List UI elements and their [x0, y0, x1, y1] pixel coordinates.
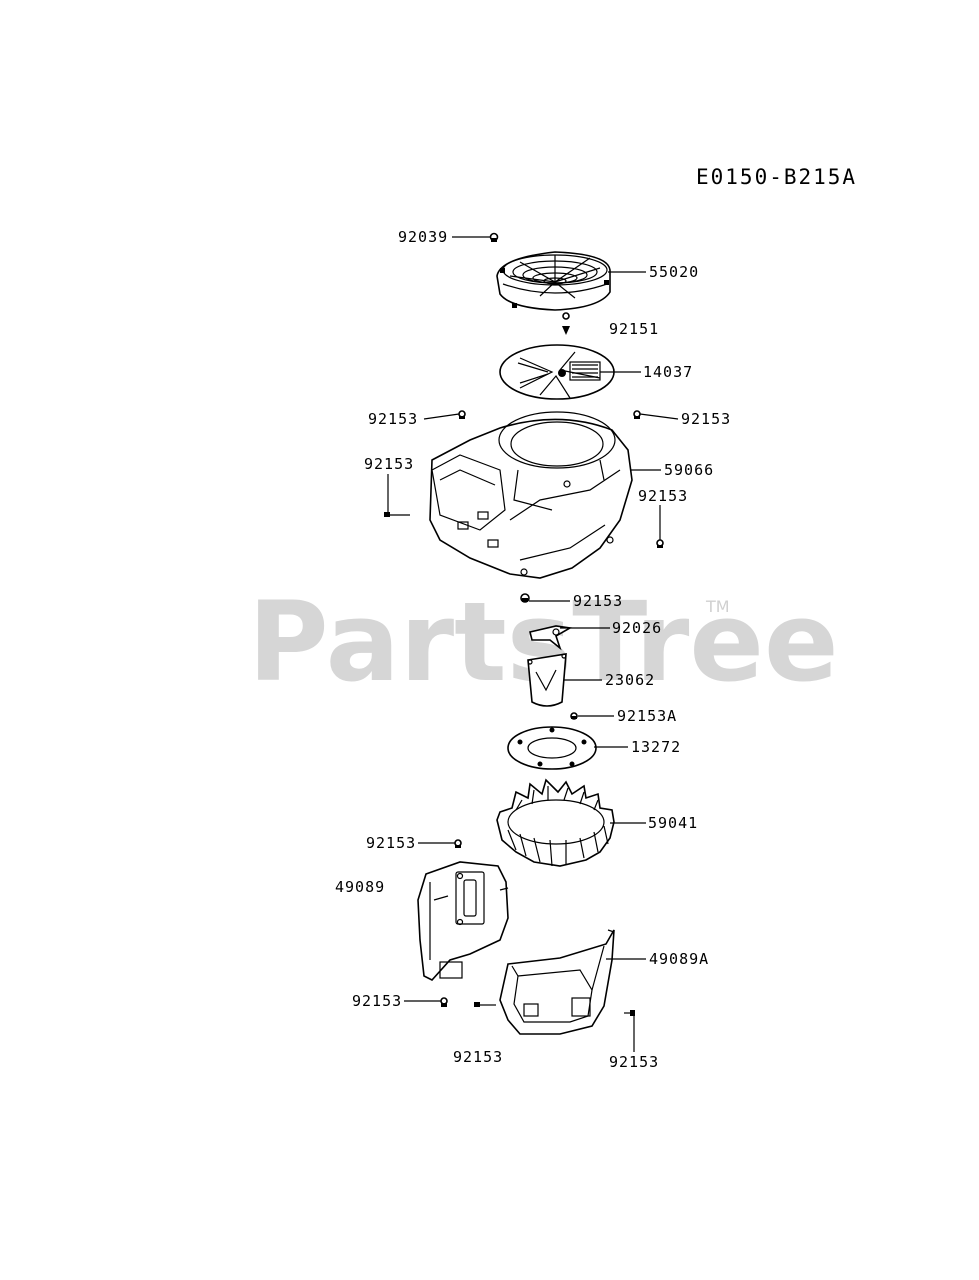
callout-92153-right[interactable]: 92153 [638, 487, 688, 505]
diagram-code: E0150-B215A [696, 165, 857, 189]
part-13272-plate[interactable] [507, 726, 597, 770]
callout-55020[interactable]: 55020 [649, 263, 699, 281]
callout-49089[interactable]: 49089 [335, 878, 385, 896]
part-92153-bolt-49089-bottom[interactable] [440, 997, 448, 1007]
part-23062-cup[interactable] [527, 653, 567, 707]
callout-59041[interactable]: 59041 [648, 814, 698, 832]
part-92026-bracket[interactable] [529, 625, 573, 651]
callout-92153-top-right[interactable]: 92153 [681, 410, 731, 428]
part-55020-screen[interactable] [496, 251, 611, 311]
part-92153-bolt-right[interactable] [656, 539, 664, 548]
part-14037-fan-plate[interactable] [499, 344, 615, 400]
callout-92153-bottom[interactable]: 92153 [573, 592, 623, 610]
callout-13272[interactable]: 13272 [631, 738, 681, 756]
leader-lines [387, 236, 679, 1052]
part-49089A-cover[interactable] [499, 929, 615, 1035]
callout-49089A[interactable]: 49089A [649, 950, 709, 968]
callout-14037[interactable]: 14037 [643, 363, 693, 381]
part-92039-bolt[interactable] [489, 232, 499, 243]
callout-92153-top-left[interactable]: 92153 [368, 410, 418, 428]
part-92151-bolt[interactable] [562, 312, 570, 335]
part-92153-bolt-49089A-left[interactable] [474, 1002, 496, 1007]
part-59066-blower-housing[interactable] [429, 411, 633, 579]
part-92153-bolt-49089A-right[interactable] [624, 1010, 635, 1016]
trademark: TM [705, 597, 730, 616]
callout-92026[interactable]: 92026 [612, 619, 662, 637]
callout-92153-left[interactable]: 92153 [364, 455, 414, 473]
callout-92153A[interactable]: 92153A [617, 707, 677, 725]
part-92153-bolt-bottom[interactable] [520, 593, 530, 603]
callout-92151[interactable]: 92151 [609, 320, 659, 338]
part-92153A-bolt[interactable] [570, 712, 578, 720]
callout-92153-49089-bottom[interactable]: 92153 [352, 992, 402, 1010]
part-49089-cover[interactable] [417, 861, 509, 981]
callout-92153-49089A-left[interactable]: 92153 [453, 1048, 503, 1066]
part-92153-bolt-left[interactable] [384, 512, 410, 517]
callout-23062[interactable]: 23062 [605, 671, 655, 689]
part-92153-bolt-49089-top[interactable] [454, 839, 462, 848]
callout-92153-49089A-right[interactable]: 92153 [609, 1053, 659, 1071]
part-92153-bolt-top-right[interactable] [633, 410, 641, 419]
callout-92039[interactable]: 92039 [398, 228, 448, 246]
part-59041-flywheel-fan[interactable] [496, 778, 615, 867]
callout-59066[interactable]: 59066 [664, 461, 714, 479]
part-92153-bolt-top-left[interactable] [458, 410, 466, 419]
callout-92153-49089-top[interactable]: 92153 [366, 834, 416, 852]
